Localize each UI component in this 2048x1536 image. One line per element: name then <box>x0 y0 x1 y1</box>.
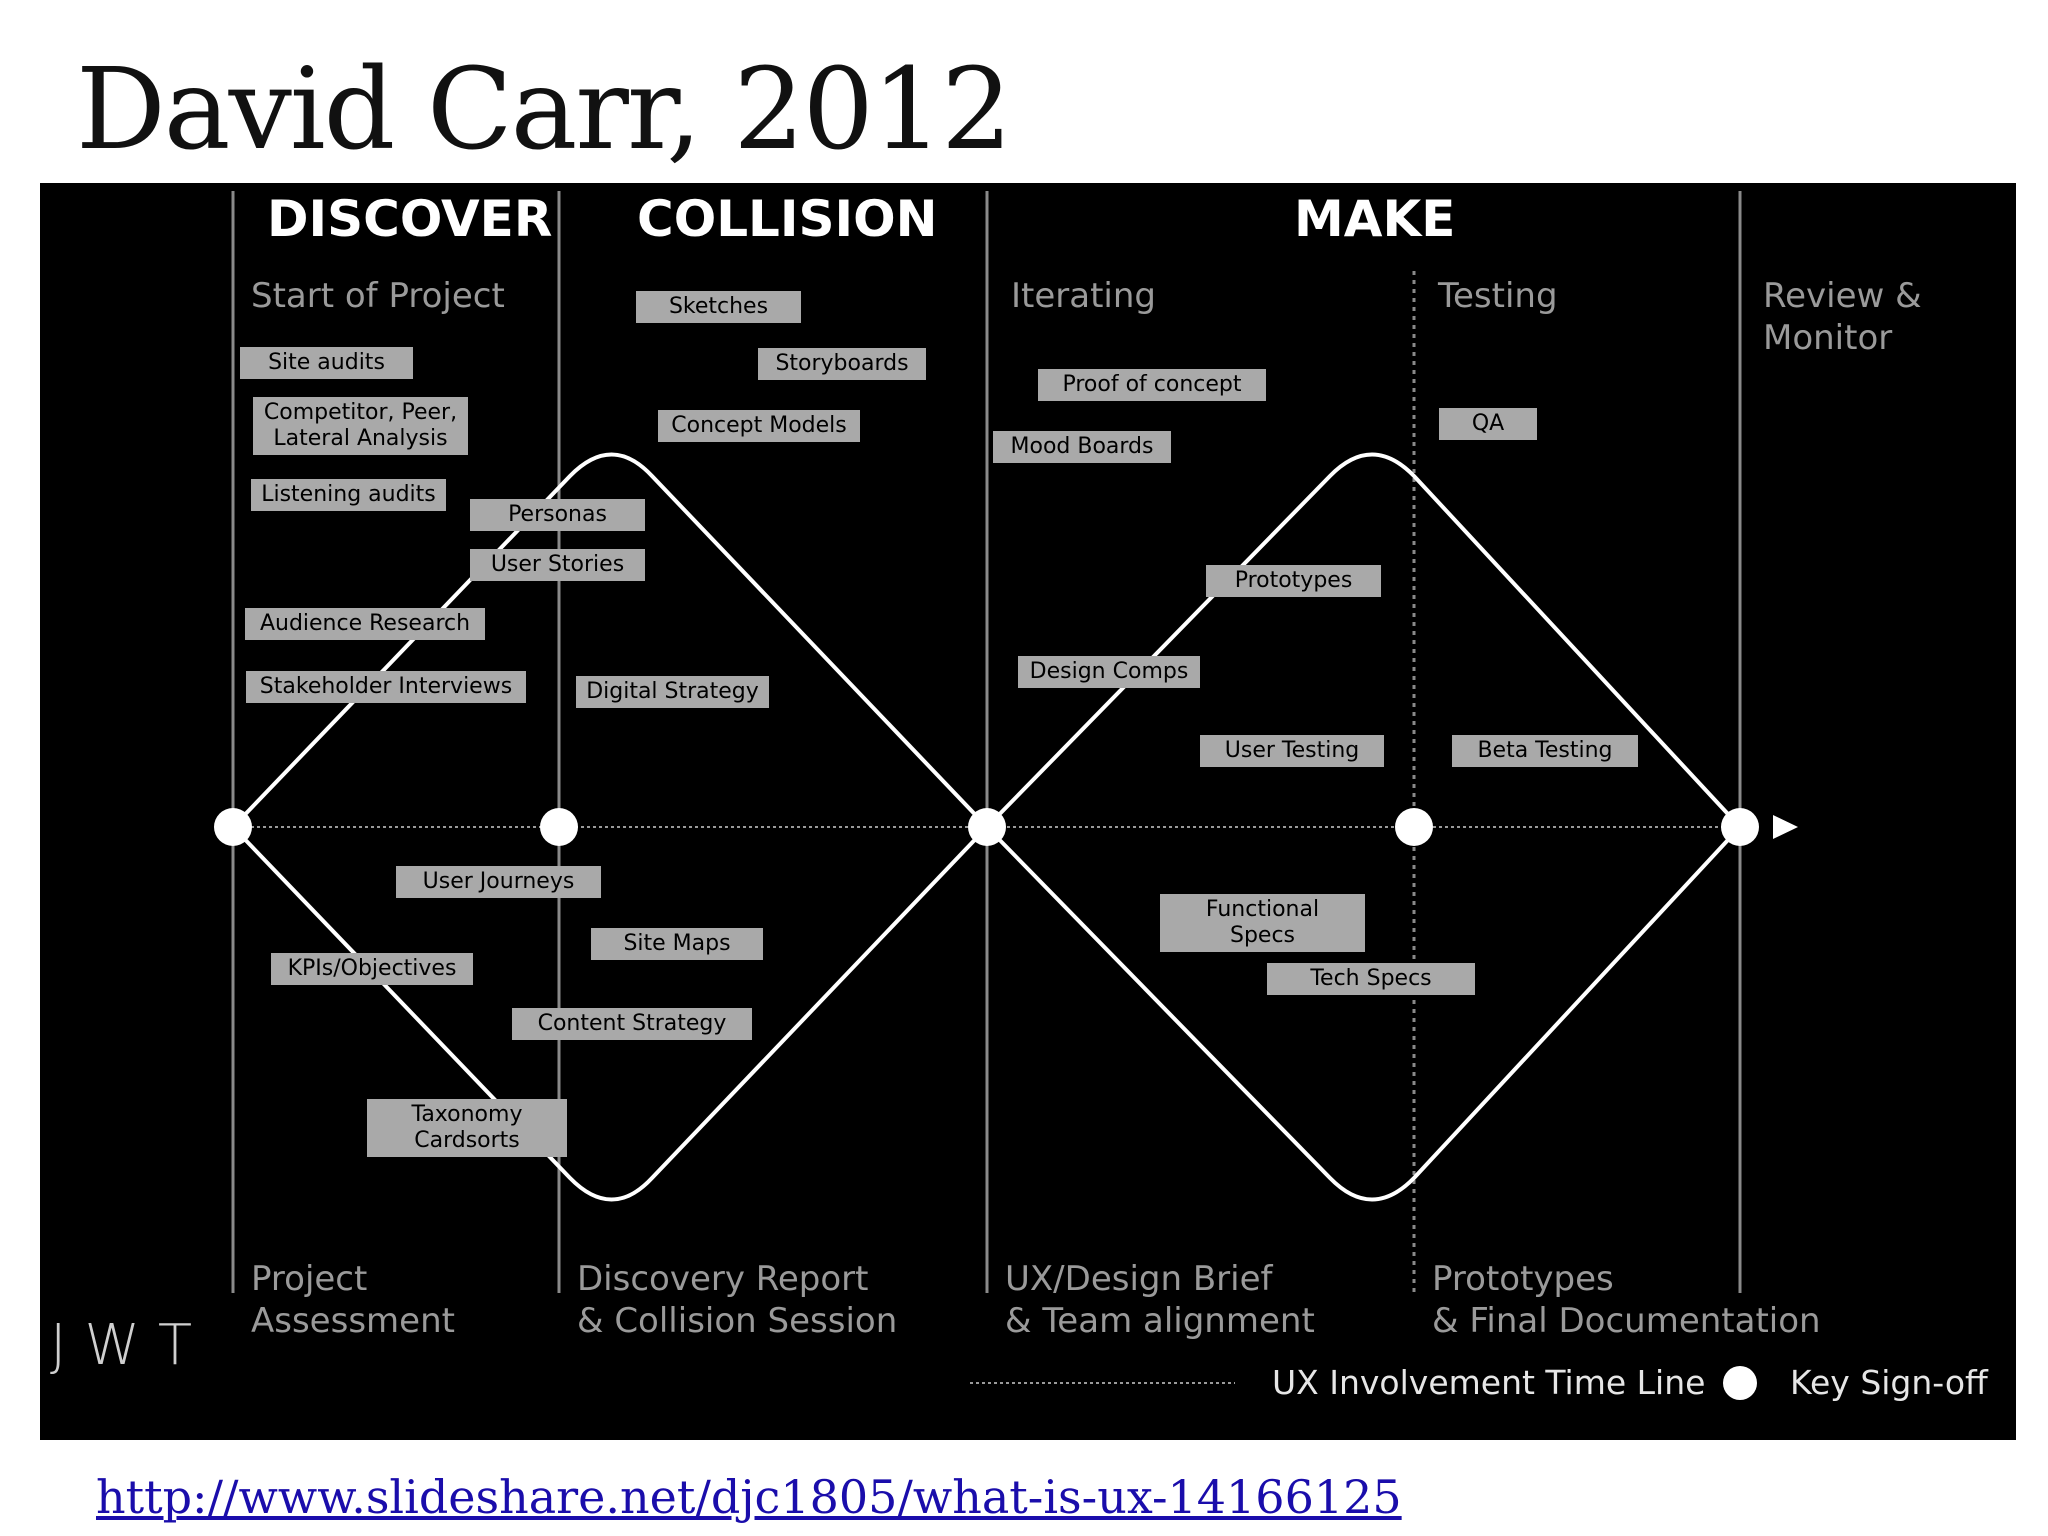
tag-user-testing: User Testing <box>1200 735 1384 767</box>
tag-competitor-analysis: Competitor, Peer, Lateral Analysis <box>253 397 468 455</box>
tag-audience-research: Audience Research <box>245 608 485 640</box>
tag-qa: QA <box>1439 408 1537 440</box>
phase-make: MAKE <box>1294 190 1456 248</box>
tag-site-audits: Site audits <box>240 347 413 379</box>
tag-tech-specs: Tech Specs <box>1267 963 1475 995</box>
phase-collision: COLLISION <box>637 190 938 248</box>
tag-digital-strategy: Digital Strategy <box>576 676 769 708</box>
tag-listening-audits: Listening audits <box>251 479 446 511</box>
signoff-dot <box>214 808 252 846</box>
phase-discover: DISCOVER <box>267 190 553 248</box>
tag-prototypes: Prototypes <box>1206 565 1381 597</box>
stage-testing: Testing <box>1438 276 1558 316</box>
deliverable-ux-design-brief: UX/Design Brief & Team alignment <box>1005 1259 1315 1341</box>
source-link[interactable]: http://www.slideshare.net/djc1805/what-i… <box>96 1470 1402 1524</box>
slide-title: David Carr, 2012 <box>76 45 1012 175</box>
tag-storyboards: Storyboards <box>758 348 926 380</box>
tag-stakeholder-interviews: Stakeholder Interviews <box>246 671 526 703</box>
ux-process-diagram: DISCOVER COLLISION MAKE Start of Project… <box>40 183 2016 1440</box>
stage-iterating: Iterating <box>1011 276 1156 316</box>
tag-functional-specs: Functional Specs <box>1160 894 1365 952</box>
stage-start-of-project: Start of Project <box>251 276 505 316</box>
legend-signoff-label: Key Sign-off <box>1790 1363 1988 1402</box>
tag-kpis-objectives: KPIs/Objectives <box>271 953 473 985</box>
tag-sketches: Sketches <box>636 291 801 323</box>
tag-site-maps: Site Maps <box>591 928 763 960</box>
legend-timeline-label: UX Involvement Time Line <box>1272 1363 1706 1402</box>
diagram-lines <box>214 191 1798 1400</box>
signoff-dot <box>1395 808 1433 846</box>
signoff-dot <box>540 808 578 846</box>
deliverable-discovery-report: Discovery Report & Collision Session <box>577 1259 898 1341</box>
tag-content-strategy: Content Strategy <box>512 1008 752 1040</box>
tag-user-stories: User Stories <box>470 549 645 581</box>
legend-signoff-dot <box>1723 1366 1757 1400</box>
tag-personas: Personas <box>470 499 645 531</box>
stage-review-monitor: Review & Monitor <box>1763 276 1922 358</box>
tag-user-journeys: User Journeys <box>396 866 601 898</box>
deliverable-project-assessment: Project Assessment <box>251 1259 455 1341</box>
deliverable-final-documentation: Prototypes & Final Documentation <box>1432 1259 1821 1341</box>
signoff-dot <box>1721 808 1759 846</box>
tag-taxonomy-cardsorts: Taxonomy Cardsorts <box>367 1099 567 1157</box>
tag-proof-of-concept: Proof of concept <box>1038 369 1266 401</box>
tag-beta-testing: Beta Testing <box>1452 735 1638 767</box>
timeline-arrow <box>1773 815 1798 839</box>
signoff-dot <box>968 808 1006 846</box>
tag-design-comps: Design Comps <box>1018 656 1200 688</box>
tag-mood-boards: Mood Boards <box>993 431 1171 463</box>
tag-concept-models: Concept Models <box>658 410 860 442</box>
jwt-logo: JWT <box>50 1313 211 1378</box>
